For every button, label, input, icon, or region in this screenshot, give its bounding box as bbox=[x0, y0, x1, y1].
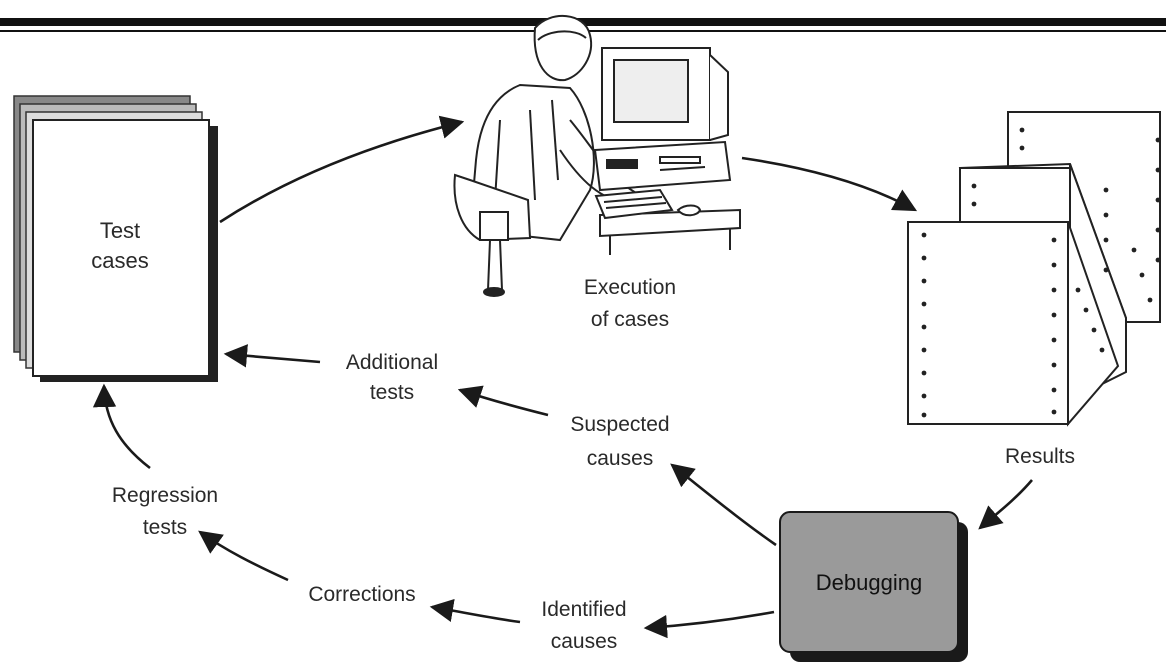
results-label: Results bbox=[990, 444, 1090, 470]
results-text: Results bbox=[1004, 445, 1076, 468]
arrow-suspected-to-additional bbox=[457, 385, 549, 417]
arrow-execution-to-results bbox=[741, 156, 918, 212]
printout-perforations bbox=[921, 127, 1161, 418]
regression-tests-label: Regression tests bbox=[90, 480, 240, 544]
additional-tests-line-2: tests bbox=[369, 381, 415, 404]
computer-user-illustration bbox=[453, 15, 741, 297]
suspected-causes-line-2: causes bbox=[586, 447, 654, 470]
regression-tests-line-1: Regression bbox=[111, 484, 219, 507]
printout-stack-icon bbox=[907, 111, 1161, 427]
arrow-results-to-debugging bbox=[978, 479, 1033, 530]
arrow-identified-to-corrections bbox=[429, 598, 521, 624]
test-cases-label: Test cases bbox=[80, 216, 160, 276]
arrow-additional-to-testcases bbox=[223, 344, 321, 368]
additional-tests-line-1: Additional bbox=[345, 351, 439, 374]
regression-tests-line-2: tests bbox=[142, 516, 188, 539]
execution-label: Execution of cases bbox=[560, 272, 700, 336]
identified-causes-label: Identified causes bbox=[514, 594, 654, 658]
corrections-text: Corrections bbox=[308, 583, 416, 606]
identified-causes-line-1: Identified bbox=[541, 598, 627, 621]
execution-line-2: of cases bbox=[590, 308, 670, 331]
test-cases-line-1: Test bbox=[99, 218, 141, 243]
arrow-corrections-to-regression bbox=[198, 530, 289, 582]
corrections-label: Corrections bbox=[292, 582, 432, 608]
document-stack-icon bbox=[13, 95, 218, 382]
flow-arrows bbox=[92, 115, 1033, 639]
test-cases-line-2: cases bbox=[91, 248, 149, 273]
arrow-debugging-to-identified bbox=[643, 610, 775, 639]
suspected-causes-label: Suspected causes bbox=[550, 408, 690, 476]
debugging-box bbox=[779, 511, 968, 662]
arrow-regression-to-testcases bbox=[92, 383, 151, 470]
execution-line-1: Execution bbox=[583, 276, 677, 299]
debugging-label: Debugging bbox=[780, 568, 958, 598]
arrow-debugging-to-suspected bbox=[670, 463, 777, 547]
debugging-text: Debugging bbox=[815, 570, 923, 595]
identified-causes-line-2: causes bbox=[550, 630, 618, 653]
suspected-causes-line-1: Suspected bbox=[570, 413, 670, 436]
additional-tests-label: Additional tests bbox=[322, 348, 462, 408]
arrow-testcases-to-execution bbox=[219, 115, 465, 224]
